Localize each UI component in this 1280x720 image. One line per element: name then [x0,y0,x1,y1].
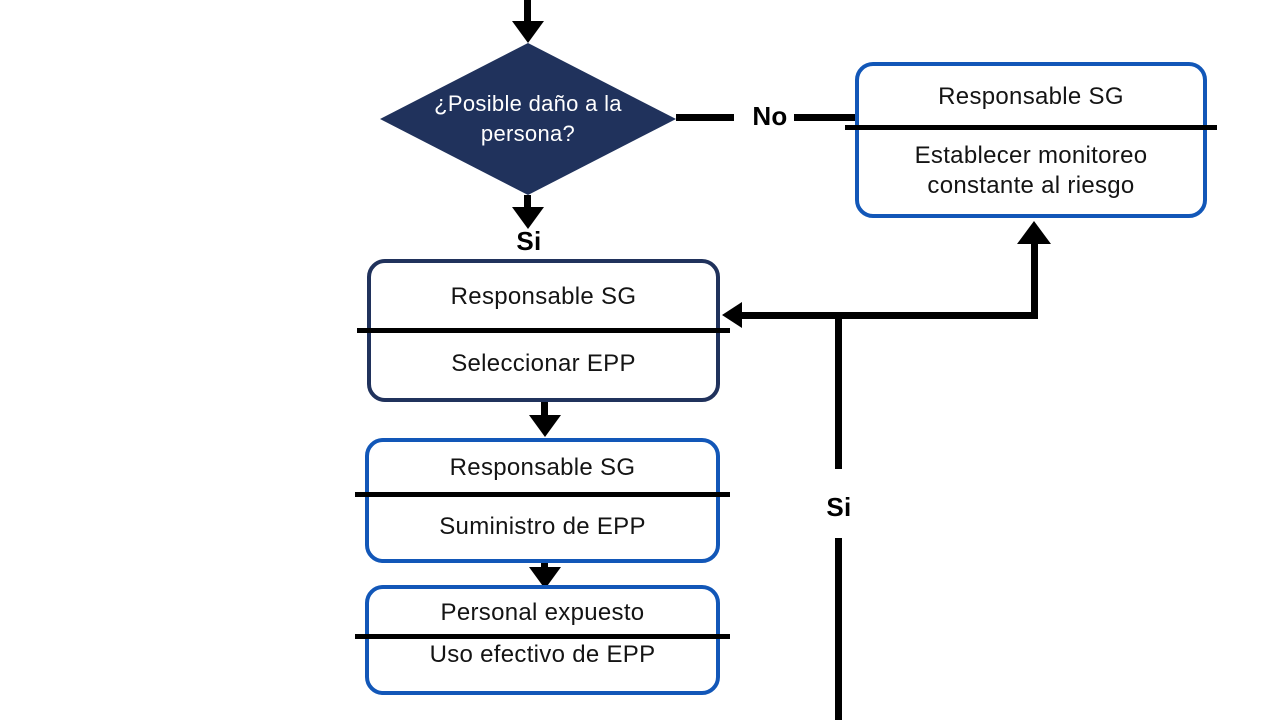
box-divider [355,634,730,639]
connector-feedback-vertical-up [1031,240,1038,319]
label-si-right: Si [826,492,852,522]
box-header: Responsable SG [449,454,636,481]
arrowhead-down-icon [529,415,561,437]
box-divider [845,125,1217,130]
connector-select-supply-line [541,402,548,420]
label-no: No [752,101,788,131]
arrowhead-down-icon [529,567,561,589]
process-box-use: Personal expuesto Uso efectivo de EPP [355,585,730,695]
decision-diamond: ¿Posible daño a la persona? [380,43,676,195]
process-box-supply: Responsable SG Suministro de EPP [355,438,730,563]
box-body: Establecer monitoreo constante al riesgo [914,141,1148,199]
box-header: Personal expuesto [440,598,645,626]
arrowhead-left-icon [722,302,742,328]
box-body: Seleccionar EPP [451,350,636,377]
box-header: Responsable SG [450,282,637,310]
connector-diamond-down-line [524,195,531,211]
arrowhead-up-icon [1017,221,1051,244]
arrowhead-down-icon [512,207,544,229]
box-body: Suministro de EPP [439,512,646,540]
connector-no-line-right [794,114,857,121]
decision-text: ¿Posible daño a la persona? [434,91,622,146]
process-box-monitor: Responsable SG Establecer monitoreo cons… [845,62,1217,218]
connector-si-vertical-upper [835,317,842,469]
box-divider [357,328,730,333]
connector-top-line [524,0,531,26]
connector-feedback-horizontal [740,312,1038,319]
connector-no-line-left [676,114,734,121]
box-body: Uso efectivo de EPP [429,641,656,668]
process-box-select: Responsable SG Seleccionar EPP [357,259,730,402]
label-si-below-diamond: Si [516,226,542,256]
connector-si-vertical-lower [835,538,842,720]
arrowhead-down-icon [512,21,544,43]
box-header: Responsable SG [938,82,1124,110]
box-divider [355,492,730,497]
